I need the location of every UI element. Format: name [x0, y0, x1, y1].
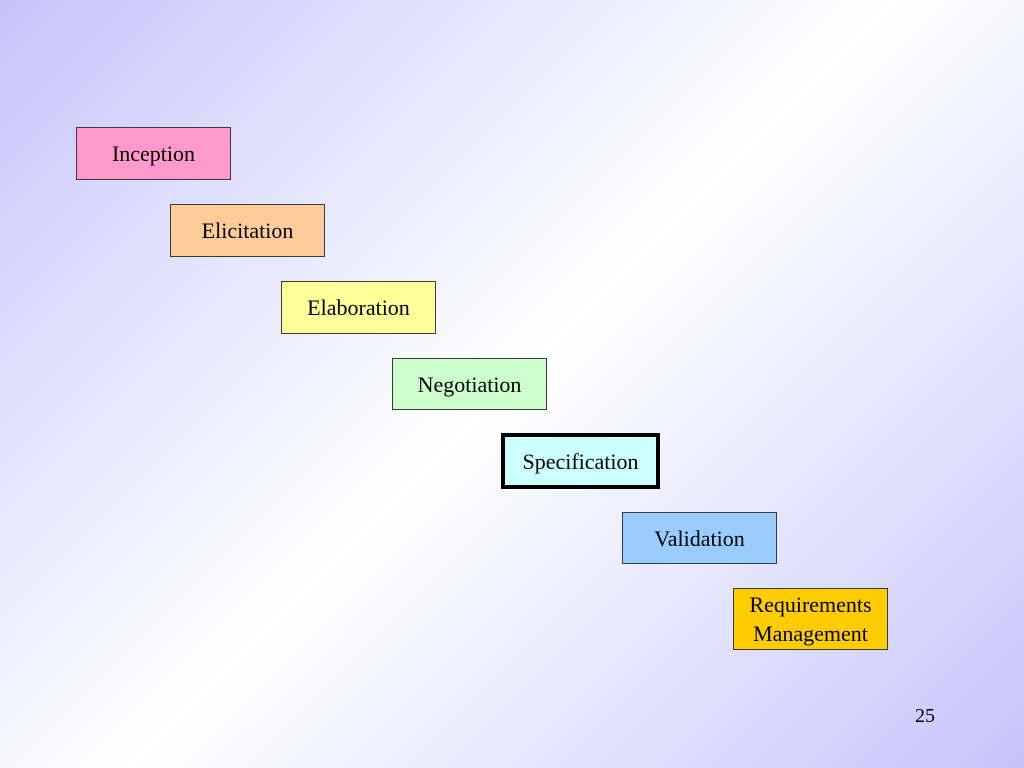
step-box-elicitation: Elicitation	[170, 204, 325, 257]
step-label-inception: Inception	[111, 141, 196, 166]
step-box-validation: Validation	[622, 512, 777, 564]
step-label-requirements-management: Requirements Management	[749, 590, 871, 648]
step-box-requirements-management: Requirements Management	[733, 588, 888, 650]
step-label-line-2: Management	[753, 621, 868, 646]
step-label-negotiation: Negotiation	[417, 371, 522, 397]
step-box-elaboration: Elaboration	[281, 281, 436, 334]
step-label-elicitation: Elicitation	[201, 218, 294, 243]
step-label-specification: Specification	[522, 448, 639, 474]
step-label-validation: Validation	[654, 525, 745, 551]
step-label-line-1: Requirements	[749, 592, 872, 617]
step-box-specification: Specification	[501, 433, 660, 489]
step-box-negotiation: Negotiation	[392, 358, 547, 410]
step-label-elaboration: Elaboration	[307, 295, 410, 320]
step-box-inception: Inception	[76, 127, 231, 180]
page-number: 25	[915, 705, 935, 727]
